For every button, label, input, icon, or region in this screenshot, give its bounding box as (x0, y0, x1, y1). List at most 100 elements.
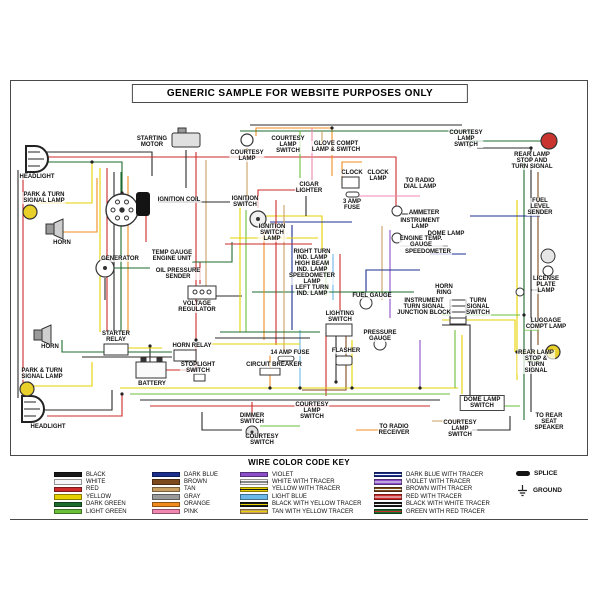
wire (472, 416, 511, 431)
legend-entry: RED (54, 486, 127, 493)
legend-entry: DARK BLUE WITH TRACER (374, 471, 490, 478)
color-swatch (240, 501, 268, 507)
legend-entry: WHITE (54, 478, 127, 485)
wire (61, 340, 172, 353)
stoplight-switch-icon (193, 373, 206, 382)
courtesy-lamp-icon (240, 133, 254, 147)
junction-dot (194, 338, 198, 342)
legend-label: LIGHT BLUE (272, 493, 307, 500)
legend-label: VIOLET WITH TRACER (406, 479, 471, 486)
legend-label: GRAY (184, 493, 201, 500)
headlight-icon (21, 395, 45, 423)
color-swatch (240, 508, 268, 515)
junction-dot (90, 160, 94, 164)
circuit-breaker-icon (259, 367, 281, 376)
color-swatch (152, 508, 180, 515)
legend-label: BLACK WITH YELLOW TRACER (272, 501, 362, 508)
legend-label: WHITE WITH TRACER (272, 479, 335, 486)
legend-label: BROWN (184, 479, 207, 486)
horn-relay-icon (173, 349, 197, 362)
ground-entry: GROUND (516, 484, 562, 497)
legend-entry: BROWN (152, 478, 218, 485)
fuel-gauge-icon (359, 296, 373, 310)
legend-entry: BROWN WITH TRACER (374, 486, 490, 493)
junction-dot (529, 146, 533, 150)
legend-label: TAN WITH YELLOW TRACER (272, 508, 354, 515)
junction-dot (268, 386, 272, 390)
fuse-14amp-icon (277, 355, 295, 362)
junction-dot (468, 396, 472, 400)
color-swatch (240, 494, 268, 500)
color-swatch (152, 501, 180, 507)
color-swatch (54, 479, 82, 485)
legend-entry: RED WITH TRACER (374, 493, 490, 500)
legend-label: YELLOW WITH TRACER (272, 486, 341, 493)
wire (47, 394, 123, 417)
junction-dot (194, 368, 198, 372)
battery-icon (135, 357, 167, 379)
distributor-icon (105, 193, 139, 227)
color-swatch (152, 479, 180, 485)
legend-entry: BLACK WITH WHITE TRACER (374, 501, 490, 508)
ignition-coil-icon (136, 192, 150, 216)
wire (42, 390, 113, 411)
horn-icon (33, 324, 52, 346)
legend-label: DARK BLUE WITH TRACER (406, 471, 484, 478)
wire (266, 215, 323, 250)
legend-entry: VIOLET (240, 471, 361, 478)
legend-entry: TAN WITH YELLOW TRACER (240, 508, 361, 515)
color-swatch (54, 494, 82, 500)
ground-icon (518, 485, 527, 497)
legend-label: BROWN WITH TRACER (406, 486, 473, 493)
wire (257, 189, 300, 208)
color-swatch (374, 494, 402, 500)
legend-label: DARK BLUE (184, 471, 219, 478)
wire (201, 412, 242, 431)
legend-entry: GRAY (152, 493, 218, 500)
fuse-3amp-icon (345, 191, 360, 198)
license-plate-lamp-icon (515, 287, 525, 297)
wire (236, 156, 397, 206)
legend-entry: BLACK WITH YELLOW TRACER (240, 501, 361, 508)
lighting-switch-icon (325, 323, 353, 337)
junction-dot (330, 126, 334, 130)
legend-entry: ORANGE (152, 501, 218, 508)
legend-label: ORANGE (184, 501, 211, 508)
splice-entry: SPLICE (516, 470, 562, 477)
engine-temp-gauge-icon (391, 232, 403, 244)
page-title: GENERIC SAMPLE FOR WEBSITE PURPOSES ONLY (131, 84, 469, 103)
color-swatch (54, 501, 82, 507)
wire (255, 127, 333, 152)
wire (477, 147, 532, 162)
junction-dot (468, 144, 472, 148)
splice-label: SPLICE (534, 470, 558, 477)
legend-entry: YELLOW WITH TRACER (240, 486, 361, 493)
legend-entry: LIGHT GREEN (54, 508, 127, 515)
legend-label: TAN (184, 486, 196, 493)
color-swatch (240, 479, 268, 485)
wire (32, 362, 93, 387)
park-turn-lamp-icon (19, 381, 35, 397)
color-swatch (374, 501, 402, 507)
wire (46, 161, 123, 193)
wire (62, 178, 98, 233)
legend-label: BLACK WITH WHITE TRACER (406, 501, 490, 508)
junction-dot (298, 386, 302, 390)
color-swatch (152, 494, 180, 500)
wire (442, 324, 471, 398)
junction-dot (515, 350, 519, 354)
color-swatch (152, 471, 180, 478)
color-swatch (54, 486, 82, 493)
junction-dot (245, 198, 249, 202)
legend-title: WIRE COLOR CODE KEY (248, 458, 350, 467)
legend-entry: TAN (152, 486, 218, 493)
legend-label: LIGHT GREEN (86, 508, 127, 515)
junction-dot (334, 380, 338, 384)
junction-dot (120, 392, 124, 396)
junction-dot (350, 386, 354, 390)
